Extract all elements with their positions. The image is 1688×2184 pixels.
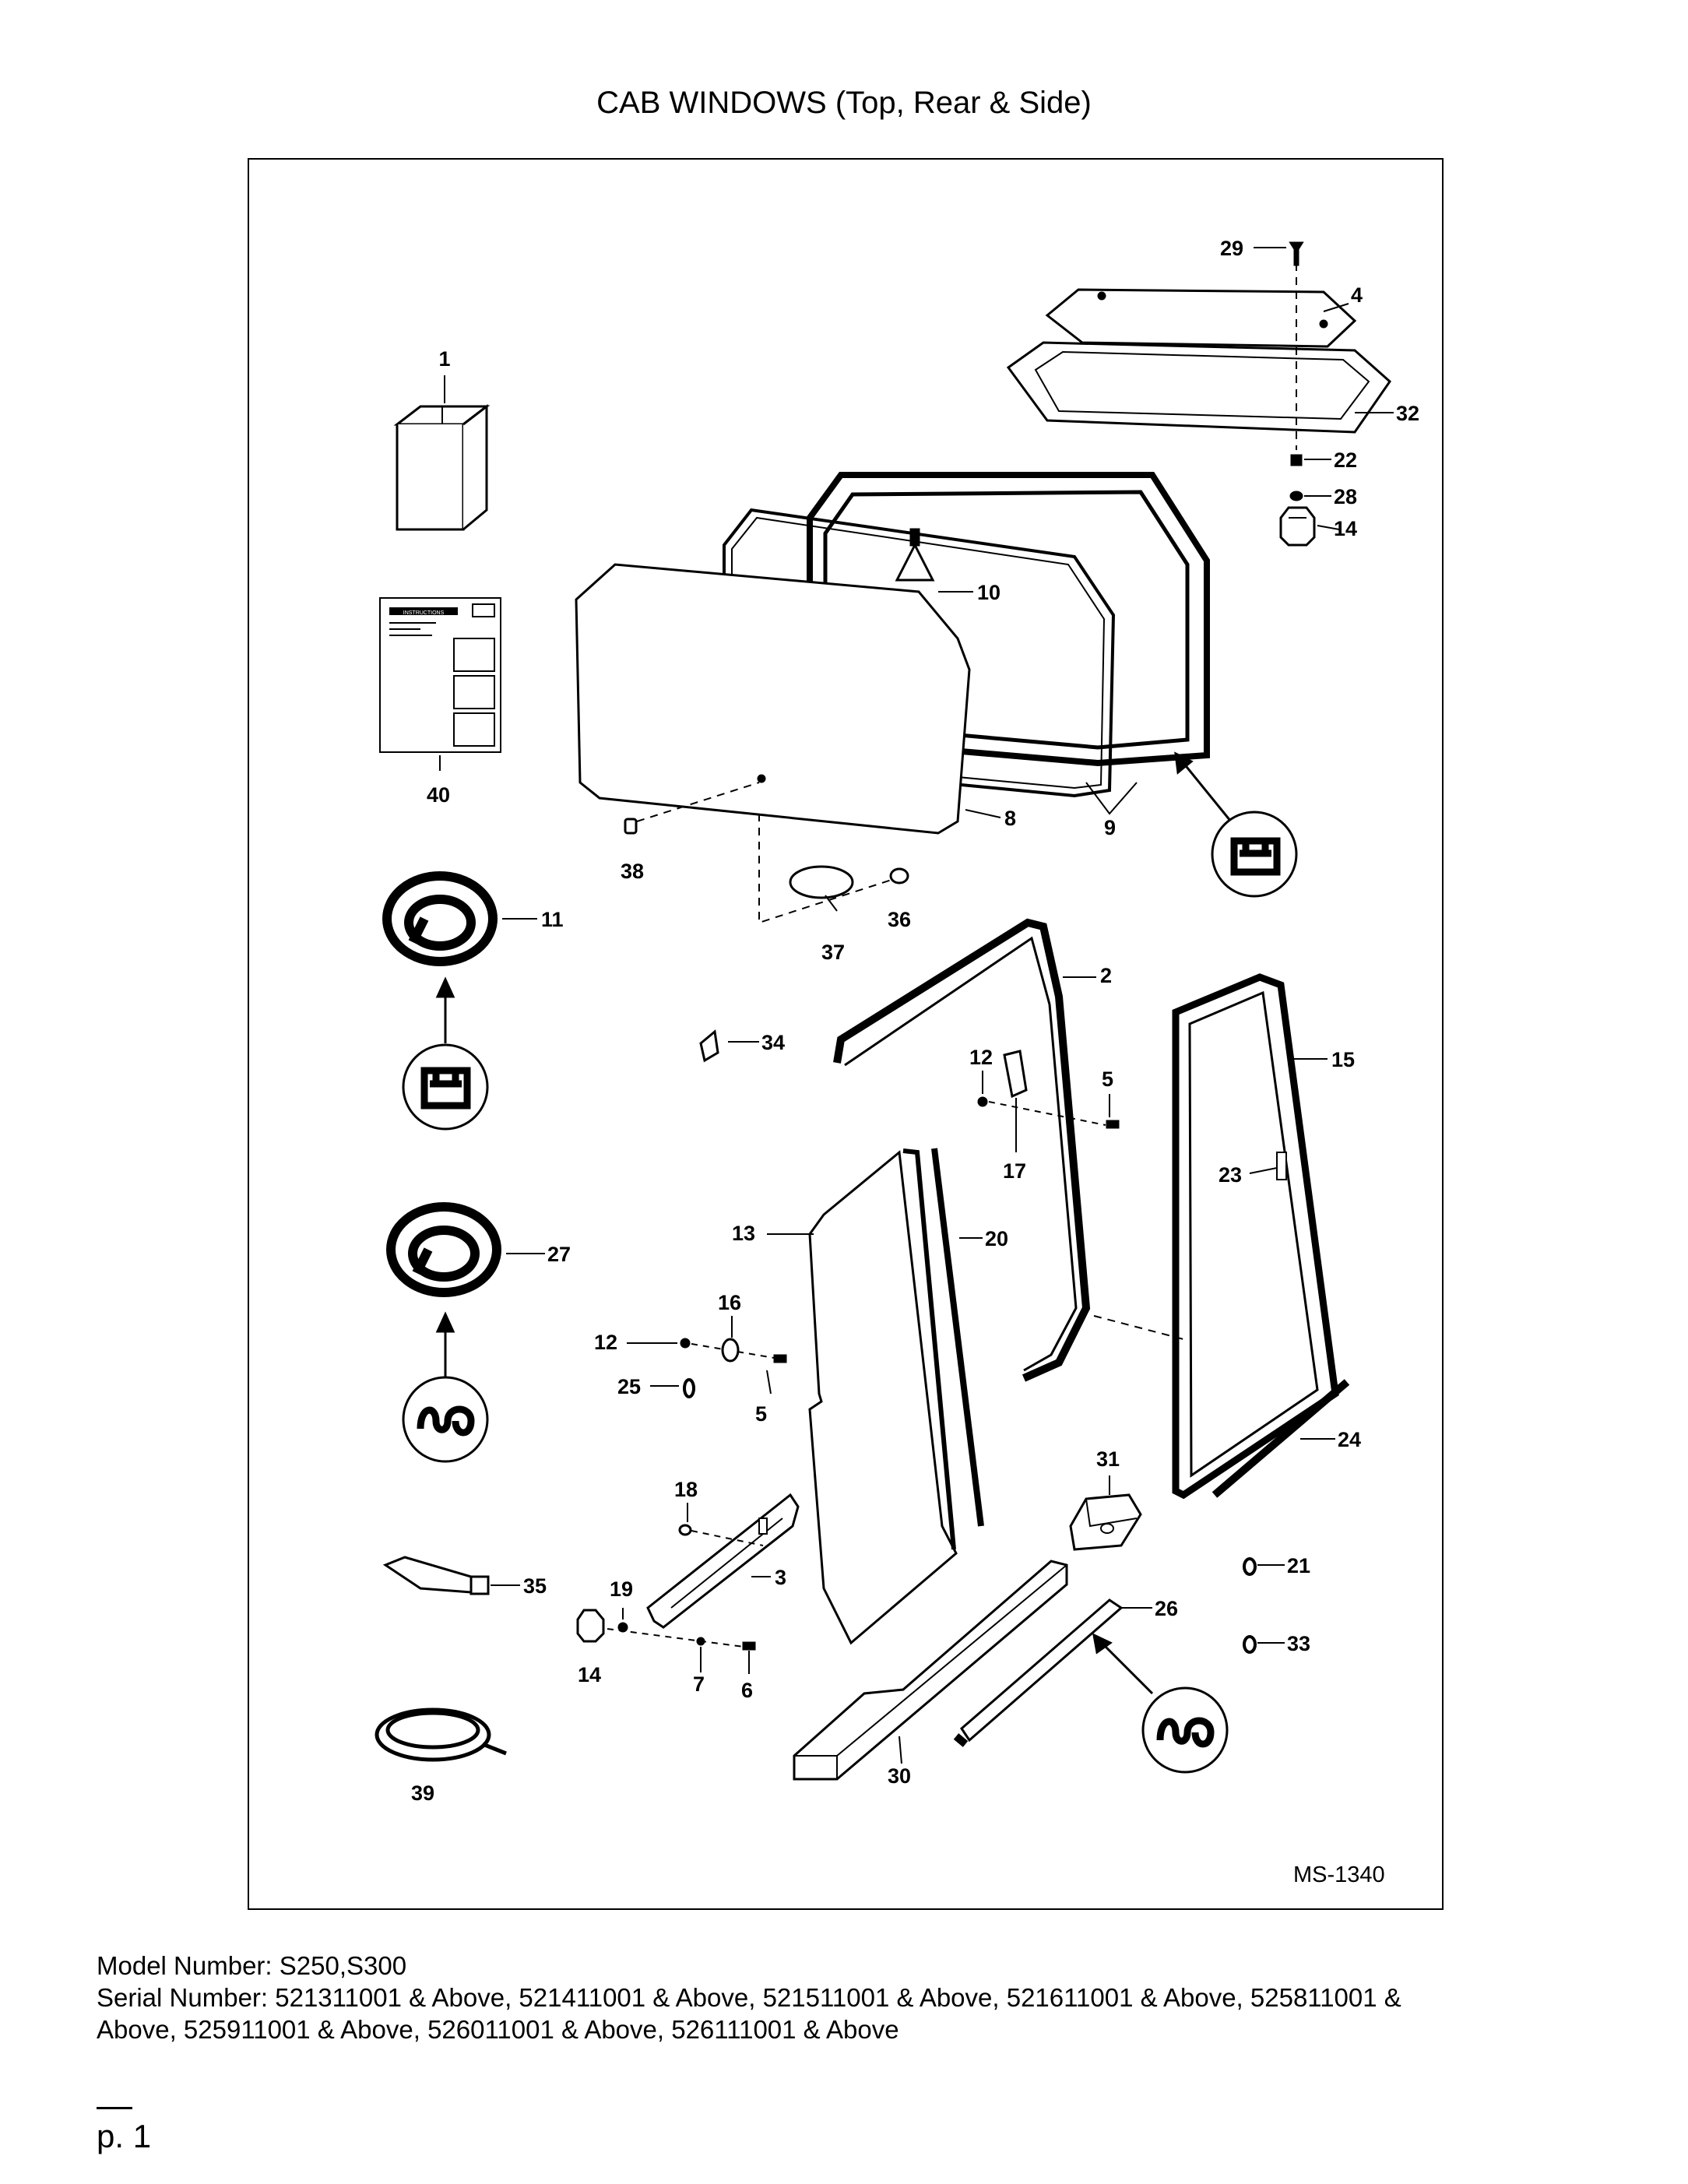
callout-5-upper: 5 [1102, 1067, 1113, 1091]
seal-profile-icon-3 [1211, 811, 1298, 898]
model-number-line: Model Number: S250,S300 [97, 1951, 407, 1980]
callout-5-lower: 5 [755, 1402, 767, 1426]
callout-26: 26 [1155, 1597, 1178, 1620]
callout-12-lower: 12 [594, 1331, 617, 1354]
callout-25: 25 [617, 1375, 641, 1398]
callout-33: 33 [1287, 1632, 1310, 1655]
part-3-rail [646, 1493, 800, 1629]
callout-38: 38 [621, 860, 644, 883]
callout-27: 27 [547, 1243, 571, 1266]
callout-19: 19 [610, 1577, 633, 1601]
part-11-coiled-seal [382, 871, 498, 966]
callout-16: 16 [718, 1291, 741, 1314]
callout-2: 2 [1100, 964, 1112, 987]
callout-11: 11 [541, 908, 564, 931]
part-2-side-window-frame [833, 918, 1091, 1382]
serial-number-line-2: Above, 525911001 & Above, 526011001 & Ab… [97, 2015, 899, 2044]
callout-35: 35 [523, 1574, 547, 1598]
part-17-latch [1003, 1050, 1028, 1099]
part-25-grommet [683, 1378, 695, 1398]
callout-8: 8 [1004, 807, 1016, 830]
part-34-clip [699, 1029, 719, 1063]
page-number: p. 1 [97, 2118, 152, 2154]
part-13-door-glass [808, 1148, 958, 1645]
part-16-washer [721, 1338, 740, 1363]
part-21-plug [1243, 1557, 1257, 1576]
part-1-box [393, 403, 491, 531]
callout-6: 6 [741, 1679, 753, 1702]
part-31-block [1069, 1493, 1142, 1551]
callout-23: 23 [1219, 1163, 1242, 1187]
callout-39: 39 [411, 1781, 434, 1805]
callout-14-lower: 14 [578, 1663, 601, 1686]
part-36-knob [889, 867, 909, 885]
callout-28: 28 [1334, 485, 1357, 508]
callout-21: 21 [1287, 1554, 1310, 1577]
callout-7: 7 [693, 1672, 705, 1696]
callout-36: 36 [888, 908, 911, 931]
callout-3: 3 [775, 1566, 786, 1589]
callout-14-top: 14 [1334, 517, 1357, 540]
part-20-strip [931, 1148, 984, 1527]
part-27-coiled-seal [386, 1202, 501, 1297]
part-30-board [793, 1560, 1068, 1781]
serial-number-line-1: Serial Number: 521311001 & Above, 521411… [97, 1983, 1401, 2012]
part-4-top-window-glass [1045, 288, 1357, 348]
callout-40: 40 [427, 783, 450, 807]
part-39-hose-coil [375, 1707, 507, 1762]
callout-30: 30 [888, 1764, 911, 1788]
callout-15: 15 [1331, 1048, 1355, 1071]
part-10-suction-handle [895, 528, 935, 582]
callout-4: 4 [1351, 283, 1363, 307]
callout-13: 13 [732, 1222, 755, 1245]
callout-10: 10 [977, 581, 1000, 604]
instruction-sheet-heading: INSTRUCTIONS [403, 610, 445, 616]
callout-22: 22 [1334, 448, 1357, 472]
callout-37: 37 [821, 941, 845, 964]
part-40-instruction-sheet: INSTRUCTIONS [379, 597, 501, 753]
part-24-strip [1211, 1379, 1350, 1498]
callout-1: 1 [438, 347, 450, 371]
part-37-lanyard [789, 865, 854, 912]
part-33-plug [1243, 1635, 1257, 1654]
callout-24: 24 [1338, 1428, 1361, 1451]
part-35-tube [382, 1556, 490, 1595]
callout-32: 32 [1396, 402, 1419, 425]
page-number-rule [97, 2107, 132, 2109]
seal-profile-icon-1 [402, 1043, 489, 1131]
seal-profile-icon-2 [402, 1376, 489, 1463]
part-14-nut [576, 1609, 605, 1643]
callout-9: 9 [1104, 816, 1116, 839]
callout-29: 29 [1220, 237, 1243, 260]
callout-12-upper: 12 [969, 1046, 993, 1069]
diagram-frame [248, 158, 1444, 1910]
callout-34: 34 [761, 1031, 785, 1054]
page-title: CAB WINDOWS (Top, Rear & Side) [596, 86, 1092, 120]
part-38-fastener [624, 818, 638, 835]
seal-profile-icon-4 [1141, 1686, 1229, 1774]
callout-18: 18 [674, 1478, 698, 1501]
part-32-top-window-seal [1006, 341, 1391, 434]
figure-id: MS-1340 [1293, 1862, 1385, 1887]
callout-31: 31 [1096, 1447, 1120, 1471]
callout-17: 17 [1003, 1159, 1026, 1183]
part-8-rear-glass [575, 563, 971, 835]
callout-20: 20 [985, 1227, 1008, 1250]
